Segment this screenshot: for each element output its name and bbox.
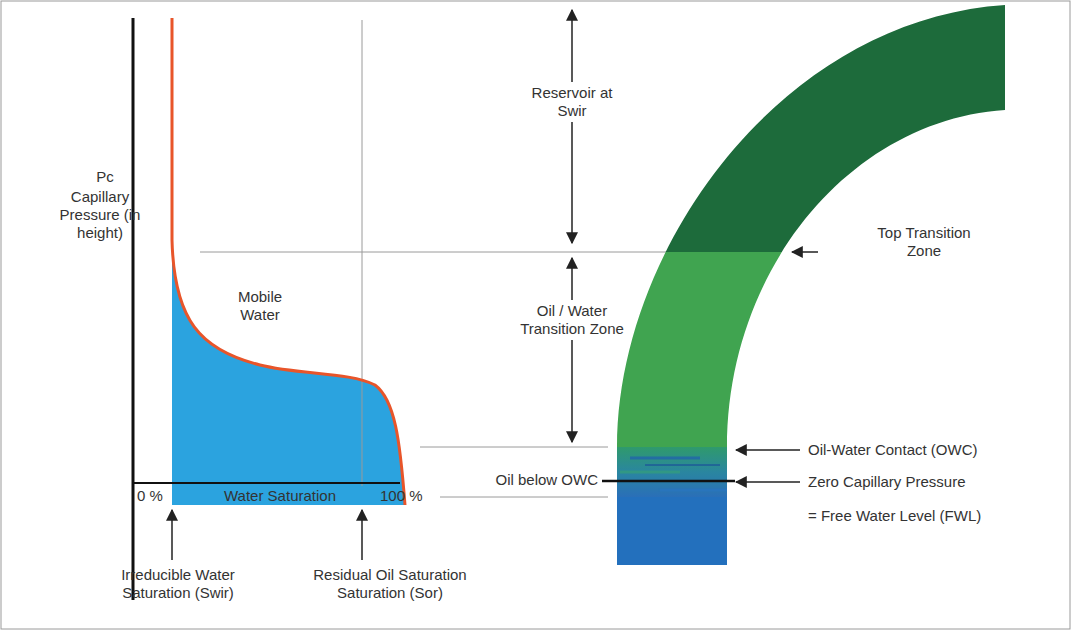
mobile-water-fill — [172, 240, 405, 505]
region-label: Mobile Water — [222, 288, 298, 324]
reservoir-arrow — [571, 10, 573, 243]
zone-pointer-label: = Free Water Level (FWL) — [808, 507, 1058, 525]
sor-arrow — [361, 510, 363, 560]
axis-symbol: Pc — [80, 168, 130, 186]
annotation: Residual Oil Saturation Saturation (Sor) — [300, 566, 480, 602]
swir-arrow — [171, 510, 173, 560]
zone-pointer-label: Oil-Water Contact (OWC) — [808, 441, 1058, 459]
capillary-curve — [172, 18, 405, 505]
zone-label: Reservoir at Swir — [530, 82, 614, 122]
owc-pointer — [736, 449, 800, 451]
zone-label: Oil / Water Transition Zone — [520, 300, 624, 340]
axis-tick: 0 % — [137, 487, 171, 505]
y-axis — [132, 18, 135, 600]
transition-arrow — [571, 258, 573, 442]
sor-line — [362, 20, 363, 486]
fwl-line — [602, 480, 735, 483]
zone-pointer-label: Top Transition Zone — [874, 224, 974, 260]
axis-title: Water Saturation — [200, 487, 360, 505]
transition-top-line — [200, 252, 668, 253]
axis-tick: 100 % — [380, 487, 440, 505]
fwl-pointer — [736, 481, 800, 483]
axis-title: Capillary Pressure (in height) — [52, 188, 148, 242]
x-axis — [133, 482, 400, 484]
reservoir-band — [600, 0, 1020, 577]
zone-label: Oil below OWC — [470, 471, 598, 489]
top-transition-pointer — [792, 251, 818, 253]
zone-pointer-label: Zero Capillary Pressure — [808, 473, 1058, 491]
owc-bottom-line — [440, 497, 608, 498]
owc-line — [420, 447, 608, 448]
annotation: Irreducible Water Saturation (Swir) — [100, 566, 256, 602]
